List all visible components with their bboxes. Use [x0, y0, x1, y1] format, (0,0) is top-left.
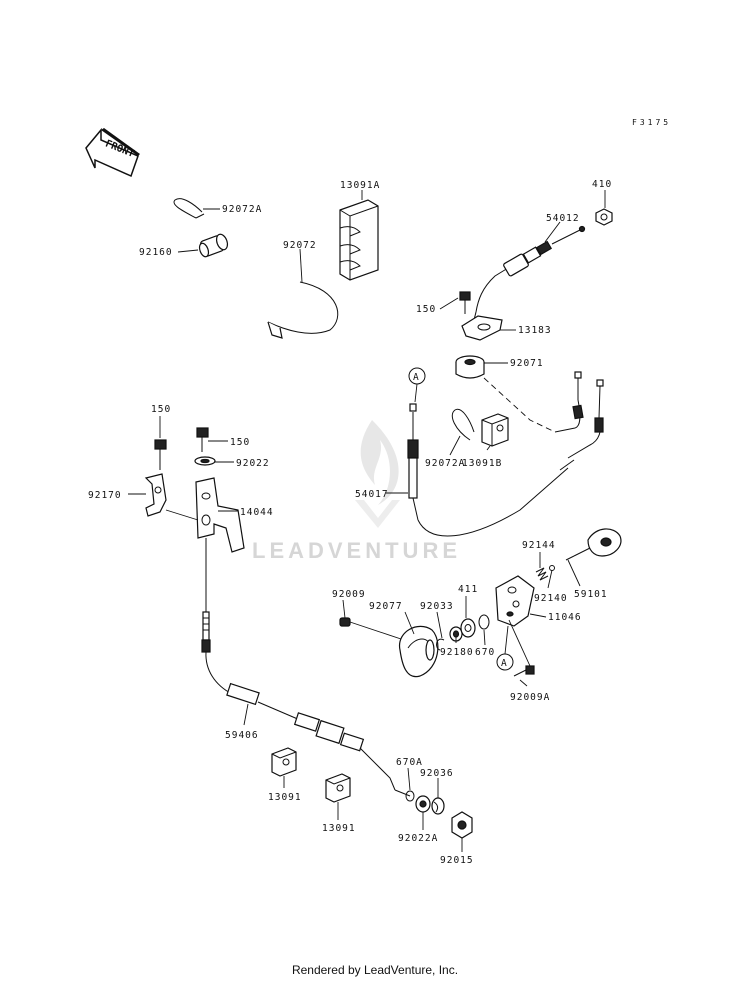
nut-410 — [595, 208, 613, 226]
label-92015: 92015 — [440, 855, 474, 866]
leader-lines — [128, 190, 606, 852]
label-13091b: 13091B — [462, 458, 502, 469]
callout-a-bottom: A — [496, 625, 514, 671]
grommet-92160 — [198, 233, 229, 258]
label-92160: 92160 — [139, 247, 173, 258]
holder-13091b — [481, 413, 509, 447]
callout-a-top-label: A — [413, 372, 420, 383]
label-92009: 92009 — [332, 589, 366, 600]
cable-54017 — [407, 403, 419, 521]
watermark-logo-icon — [355, 420, 400, 528]
label-92140: 92140 — [534, 593, 568, 604]
oring-670a — [405, 790, 415, 802]
label-92071: 92071 — [510, 358, 544, 369]
label-92009a: 92009A — [510, 692, 550, 703]
label-92072a-1: 92072A — [222, 204, 262, 215]
plate-13183 — [461, 315, 503, 341]
front-arrow-icon: FRONT — [85, 127, 140, 178]
label-92022: 92022 — [236, 458, 270, 469]
cap-92071 — [455, 355, 485, 379]
washer-411 — [460, 618, 476, 638]
label-670a: 670A — [396, 757, 423, 768]
label-54017: 54017 — [355, 489, 389, 500]
throttle-cable-ends — [417, 371, 604, 537]
band-92072a-2 — [451, 408, 475, 441]
cable-59406 — [201, 611, 411, 797]
label-670: 670 — [475, 647, 495, 658]
washer-92022a — [415, 795, 431, 813]
label-13091-2: 13091 — [322, 823, 356, 834]
band-92072 — [267, 281, 339, 339]
label-92022a: 92022A — [398, 833, 438, 844]
label-13183: 13183 — [518, 325, 552, 336]
shaft-59101 — [565, 528, 622, 561]
holder-13091-1 — [271, 747, 297, 777]
label-59101: 59101 — [574, 589, 608, 600]
figure-code: F3175 — [632, 118, 671, 127]
label-13091a: 13091A — [340, 180, 380, 191]
label-411: 411 — [458, 584, 478, 595]
label-92144: 92144 — [522, 540, 556, 551]
label-92180: 92180 — [440, 647, 474, 658]
spring-92144 — [535, 567, 549, 581]
ball-92140 — [549, 565, 555, 571]
label-92072: 92072 — [283, 240, 317, 251]
washer-92180 — [449, 626, 463, 642]
label-150-mid: 150 — [230, 437, 250, 448]
cable-holder-13091a — [339, 199, 379, 281]
label-92170: 92170 — [88, 490, 122, 501]
callout-a-top: A — [408, 367, 426, 403]
bolt-150-mid — [196, 427, 209, 452]
label-92033: 92033 — [420, 601, 454, 612]
spring-washer-92036 — [431, 797, 445, 815]
screw-92009a — [513, 665, 535, 677]
clamp-92170 — [144, 473, 167, 517]
label-59406: 59406 — [225, 730, 259, 741]
holder-13091-2 — [325, 773, 351, 803]
bolt-150-left — [154, 439, 167, 470]
footer-credit: Rendered by LeadVenture, Inc. — [291, 963, 459, 977]
label-54012: 54012 — [546, 213, 580, 224]
screw-92009 — [339, 617, 405, 641]
label-13091-1: 13091 — [268, 792, 302, 803]
circlip-92033 — [436, 638, 445, 651]
washer-92022 — [194, 456, 216, 466]
label-150-top: 150 — [416, 304, 436, 315]
knob-92077 — [399, 625, 439, 678]
nut-92015 — [451, 811, 473, 839]
cable-guide-line — [483, 377, 556, 433]
bolt-150-top — [459, 291, 471, 314]
bracket-14044 — [165, 477, 245, 553]
label-14044: 14044 — [240, 507, 274, 518]
cable-54012 — [473, 225, 586, 321]
label-92036: 92036 — [420, 768, 454, 779]
oring-670 — [478, 614, 490, 630]
part-labels: 92072A 92160 13091A 92072 410 54012 150 … — [88, 179, 612, 866]
label-410: 410 — [592, 179, 612, 190]
label-150-left: 150 — [151, 404, 171, 415]
label-92077: 92077 — [369, 601, 403, 612]
callout-a-bottom-label: A — [501, 658, 508, 669]
watermark-text: LEADVENTURE — [252, 538, 462, 563]
plate-11046 — [495, 575, 535, 627]
label-11046: 11046 — [548, 612, 582, 623]
band-clamp-92072a — [173, 198, 205, 219]
label-92072a-2: 92072A — [425, 458, 465, 469]
